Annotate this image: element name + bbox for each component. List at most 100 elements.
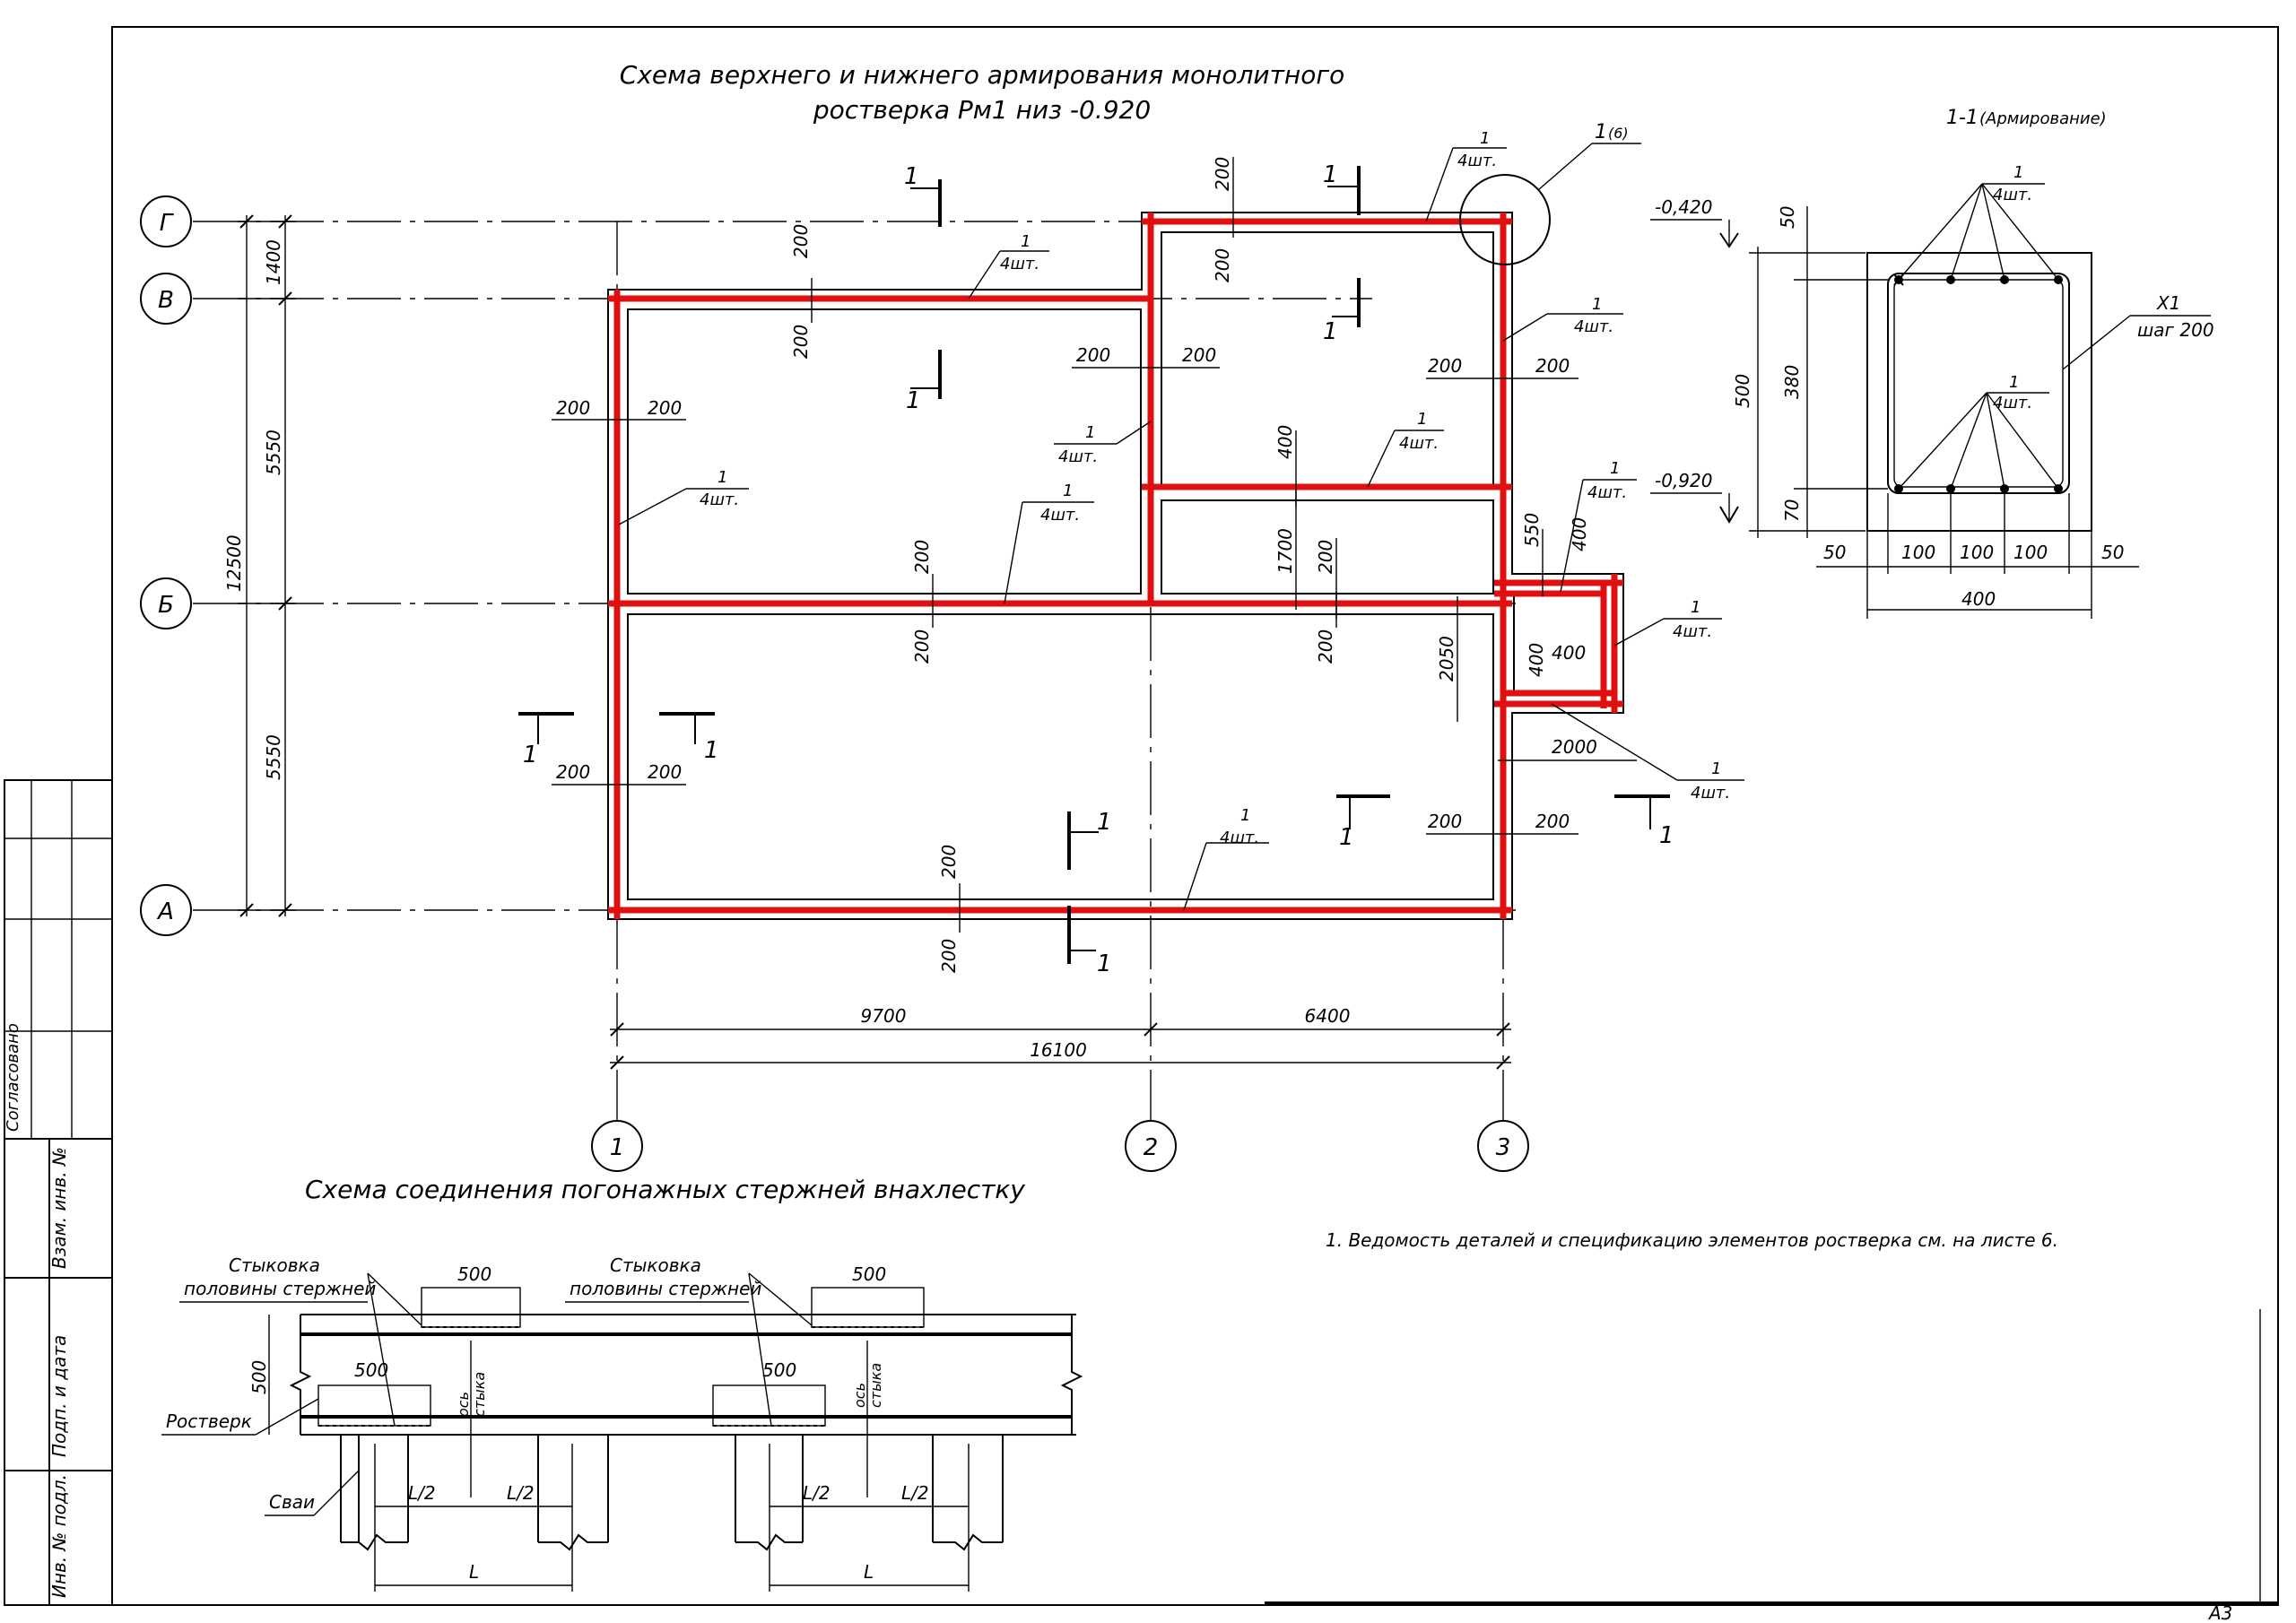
svg-text:2050: 2050 — [1436, 636, 1457, 681]
svg-text:16100: 16100 — [1030, 1039, 1087, 1061]
svg-text:500: 500 — [1732, 374, 1753, 408]
opening-1 — [627, 308, 1142, 595]
svg-text:стыка: стыка — [867, 1363, 884, 1408]
axis-bubble-2: 2 — [1125, 1120, 1177, 1172]
section-title: 1-1 (Армирование) — [1946, 107, 2107, 129]
svg-text:(Армирование): (Армирование) — [1979, 109, 2107, 128]
callout-2: 1 4шт. — [968, 232, 1049, 299]
svg-text:500: 500 — [354, 1359, 388, 1381]
svg-text:Б: Б — [158, 592, 174, 619]
dims-vertical-left: 1400 5550 5550 12500 — [223, 214, 296, 917]
svg-text:4шт.: 4шт. — [1220, 829, 1259, 847]
svg-text:70: 70 — [1781, 499, 1803, 522]
svg-text:1: 1 — [1595, 121, 1607, 143]
svg-text:2000: 2000 — [1552, 736, 1597, 758]
svg-text:1: 1 — [1691, 598, 1700, 617]
svg-text:200: 200 — [911, 540, 933, 574]
svg-text:Г: Г — [160, 210, 175, 237]
lap-title: Схема соединения погонажных стержней вна… — [305, 1175, 1025, 1204]
svg-text:4шт.: 4шт. — [1058, 447, 1098, 466]
svg-text:200: 200 — [938, 845, 960, 879]
svg-text:50: 50 — [1777, 206, 1798, 229]
dims-local: 200 200 200 200 200 200 200 200 200 200 … — [552, 157, 1637, 973]
svg-text:1: 1 — [1323, 318, 1338, 345]
svg-text:1: 1 — [1240, 806, 1250, 825]
svg-text:200: 200 — [1428, 355, 1462, 377]
svg-text:100: 100 — [1901, 542, 1935, 563]
svg-text:550: 550 — [1521, 513, 1543, 547]
svg-text:400: 400 — [1552, 642, 1586, 664]
svg-text:200: 200 — [938, 939, 960, 973]
svg-text:1: 1 — [904, 163, 919, 190]
stamp-sign-date: Подп. и дата — [48, 1335, 70, 1457]
svg-text:4шт.: 4шт. — [1993, 394, 2032, 412]
svg-text:50: 50 — [1823, 542, 1846, 563]
stirrup — [1887, 273, 2070, 494]
svg-text:4шт.: 4шт. — [1993, 186, 2032, 204]
svg-text:50: 50 — [2101, 542, 2124, 563]
callout-7: 1 4шт. — [1004, 482, 1094, 604]
svg-text:4шт.: 4шт. — [700, 490, 739, 509]
svg-text:стыка: стыка — [471, 1372, 488, 1417]
svg-text:200: 200 — [1182, 344, 1216, 366]
svg-text:1: 1 — [1592, 295, 1602, 314]
svg-text:1: 1 — [1659, 822, 1674, 849]
svg-text:В: В — [158, 287, 174, 314]
lap-view: 500 500 500 500 Стыковка половины стержн… — [161, 1254, 1083, 1592]
axis-bubble-1: 1 — [591, 1120, 643, 1172]
svg-text:1700: 1700 — [1274, 528, 1296, 574]
svg-text:200: 200 — [556, 761, 590, 783]
svg-text:5550: 5550 — [263, 430, 284, 475]
opening-4 — [627, 613, 1494, 900]
svg-text:-0,420: -0,420 — [1655, 196, 1712, 218]
svg-text:1: 1 — [1339, 824, 1354, 851]
callout-5: 1 4шт. — [1367, 410, 1444, 488]
svg-text:200: 200 — [1212, 157, 1233, 191]
svg-text:6400: 6400 — [1305, 1005, 1351, 1027]
general-note: 1. Ведомость деталей и спецификацию элем… — [1326, 1229, 2058, 1251]
svg-text:3: 3 — [1496, 1134, 1511, 1161]
svg-text:4шт.: 4шт. — [1457, 152, 1497, 170]
svg-text:500: 500 — [762, 1359, 796, 1381]
svg-text:2: 2 — [1144, 1134, 1159, 1161]
svg-text:100: 100 — [2013, 542, 2048, 563]
svg-text:400: 400 — [1274, 425, 1296, 459]
svg-text:200: 200 — [790, 325, 812, 359]
svg-text:4шт.: 4шт. — [1691, 784, 1730, 803]
axis-bubble-b: Б — [140, 577, 192, 629]
svg-text:(6): (6) — [1608, 125, 1629, 142]
svg-text:200: 200 — [1535, 355, 1570, 377]
svg-text:200: 200 — [790, 224, 812, 258]
svg-text:500: 500 — [852, 1263, 886, 1285]
svg-text:4шт.: 4шт. — [1673, 622, 1712, 641]
svg-text:1: 1 — [1021, 232, 1031, 251]
svg-text:200: 200 — [1076, 344, 1110, 366]
sheet-frame — [111, 26, 2279, 1606]
svg-text:200: 200 — [1212, 248, 1233, 282]
svg-text:L/2: L/2 — [408, 1482, 436, 1504]
svg-text:1: 1 — [906, 387, 921, 414]
svg-text:100: 100 — [1960, 542, 1994, 563]
callout-10: 1 4шт. — [1551, 703, 1744, 803]
svg-text:L: L — [469, 1561, 479, 1583]
svg-text:4шт.: 4шт. — [1040, 506, 1080, 525]
svg-text:400: 400 — [1526, 643, 1547, 677]
callout-11: 1 4шт. — [1183, 806, 1269, 911]
svg-text:380: 380 — [1781, 365, 1803, 399]
callout-9: 1 4шт. — [1613, 598, 1722, 647]
axis-bubble-v: В — [140, 273, 192, 325]
axis-bubble-a: А — [140, 884, 192, 936]
stamp-inv-orig: Инв. № подл. — [48, 1474, 70, 1598]
svg-text:1: 1 — [2013, 163, 2023, 182]
section-view: 1 4шт. 1 4шт. Х1 шаг 200 -0,420 -0,920 5… — [1650, 163, 2214, 619]
svg-text:Стыковка: Стыковка — [229, 1254, 320, 1276]
svg-text:200: 200 — [648, 761, 682, 783]
svg-text:1: 1 — [523, 742, 538, 768]
svg-text:ось: ось — [851, 1383, 868, 1408]
svg-text:половины стержней: половины стержней — [184, 1278, 376, 1299]
plan-view: Г В Б А 1 2 3 — [140, 121, 1744, 1172]
svg-text:400: 400 — [1569, 517, 1590, 551]
detail-callout: 1 (6) — [1459, 121, 1641, 265]
section-mark-left: 1 1 1 1 1 1 — [518, 712, 1674, 977]
svg-text:половины стержней: половины стержней — [570, 1278, 761, 1299]
